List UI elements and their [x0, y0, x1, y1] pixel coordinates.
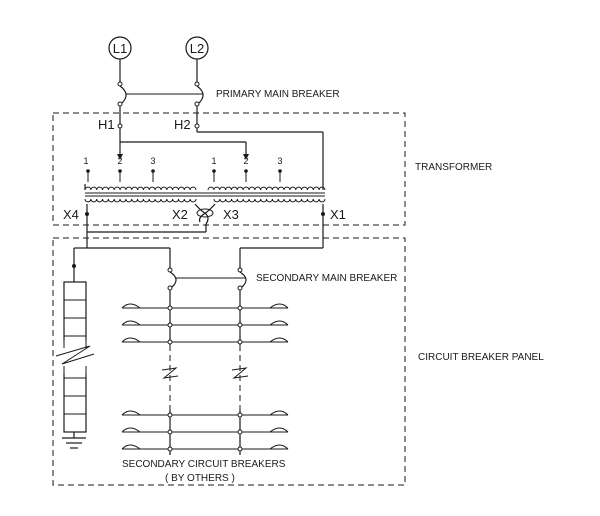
line-l1-label: L1	[113, 41, 127, 56]
terminal-x1-label: X1	[330, 207, 346, 222]
primary-taps-right: 1 2 3	[211, 156, 283, 182]
transformer-label: TRANSFORMER	[415, 162, 492, 173]
branch-breaker-row	[121, 320, 289, 328]
transformer-core	[85, 192, 325, 197]
h2-lead	[84, 128, 324, 190]
tap-1-label: 1	[211, 156, 216, 166]
terminal-h2	[194, 123, 200, 129]
terminal-h2-label: H2	[174, 117, 191, 132]
circuit-breaker-panel-label: CIRCUIT BREAKER PANEL	[418, 352, 544, 363]
transformer-enclosure	[52, 112, 406, 226]
branch-breaker-row	[121, 410, 289, 418]
secondary-main-breaker-label: SECONDARY MAIN BREAKER	[256, 273, 397, 284]
secondary-circuit-breakers	[121, 303, 289, 452]
branch-breaker-row	[121, 444, 289, 452]
line-l1-terminal: L1	[108, 36, 132, 60]
x2-x3-jumper	[72, 203, 324, 268]
primary-main-breaker-label: PRIMARY MAIN BREAKER	[216, 89, 340, 100]
terminal-x4-label: X4	[63, 207, 79, 222]
tap-2-label: 2	[243, 156, 248, 166]
bus-bars	[161, 290, 249, 455]
h1-lead	[117, 128, 249, 160]
secondary-main-breaker	[167, 248, 247, 291]
by-others-label: ( BY OTHERS )	[165, 473, 235, 484]
primary-main-breaker	[117, 59, 204, 124]
terminal-h1	[117, 123, 123, 129]
line-l2-terminal: L2	[185, 36, 209, 60]
ground-bar	[55, 266, 95, 433]
terminal-x3-label: X3	[223, 207, 239, 222]
tap-3-label: 3	[277, 156, 282, 166]
terminal-x2-label: X2	[172, 207, 188, 222]
circuit-breaker-panel-enclosure	[52, 237, 406, 486]
tap-1-label: 1	[83, 156, 88, 166]
line-l2-label: L2	[190, 41, 204, 56]
secondary-winding	[84, 198, 326, 203]
branch-breaker-row	[121, 427, 289, 435]
branch-breaker-row	[121, 337, 289, 345]
terminal-h1-label: H1	[98, 117, 115, 132]
branch-breaker-row	[121, 303, 289, 311]
ground-symbol	[62, 432, 86, 449]
tap-2-label: 2	[117, 156, 122, 166]
primary-winding	[84, 186, 326, 191]
secondary-circuit-breakers-label: SECONDARY CIRCUIT BREAKERS	[122, 459, 286, 470]
tap-3-label: 3	[150, 156, 155, 166]
primary-taps-left: 1 2 3	[83, 156, 156, 182]
